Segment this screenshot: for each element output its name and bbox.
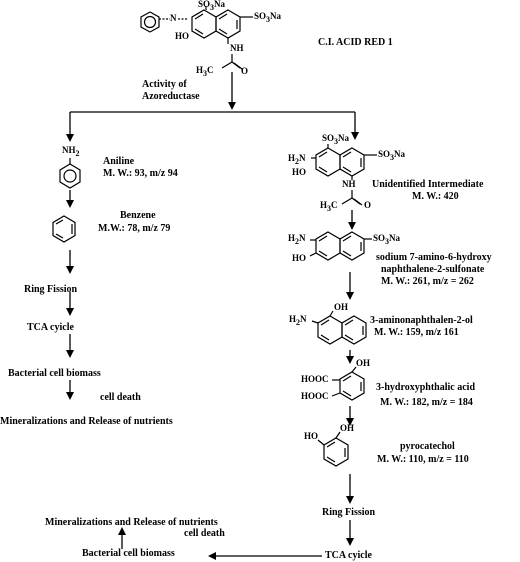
azo-n-atom: N bbox=[170, 13, 177, 23]
sulfonate-name-line1: sodium 7-amino-6-hydroxy bbox=[376, 252, 492, 263]
atom-label: HO bbox=[304, 431, 319, 441]
atom-label: SO3Na bbox=[322, 133, 350, 146]
bottom-mineralization: Mineralizations and Release of nutrients bbox=[45, 517, 218, 528]
aminonaphthol-name: 3-aminonaphthalen-2-ol bbox=[370, 315, 473, 326]
right-ring-fission: Ring Fission bbox=[322, 507, 376, 518]
aniline-mw: M. W.: 93, m/z 94 bbox=[103, 168, 178, 179]
atom-label: H3C bbox=[320, 200, 338, 213]
atom-label: O bbox=[241, 66, 249, 76]
dye-name: C.I. ACID RED 1 bbox=[318, 37, 393, 48]
atom-label: HOOC bbox=[301, 391, 329, 401]
aminonaphthol-structure bbox=[311, 310, 367, 345]
enzyme-label-line1: Activity of bbox=[142, 79, 187, 90]
aminonaphthol-mw: M. W.: 159, m/z 161 bbox=[374, 327, 459, 338]
atom-label: H2N bbox=[289, 314, 307, 327]
left-mineralization: Mineralizations and Release of nutrients bbox=[0, 416, 173, 427]
left-cell-death: cell death bbox=[100, 392, 141, 403]
left-bacterial-biomass: Bacterial cell biomass bbox=[8, 368, 101, 379]
hydroxyphthalic-structure bbox=[331, 366, 365, 401]
atom-label: NH bbox=[230, 43, 244, 53]
atom-label: SO3Na bbox=[373, 233, 401, 246]
atom-label: HO bbox=[175, 31, 190, 41]
acid-red-1-structure bbox=[140, 6, 253, 70]
pyrocatechol-structure bbox=[317, 431, 349, 467]
sulfonate-name-line2: naphthalene-2-sulfonate bbox=[381, 264, 485, 275]
enzyme-label-line2: Azoreductase bbox=[142, 91, 200, 102]
benzene-name: Benzene bbox=[120, 210, 156, 221]
sulfonate-structure bbox=[309, 231, 372, 261]
phenyl-ring bbox=[140, 11, 160, 33]
pyrocatechol-name: pyrocatechol bbox=[400, 441, 455, 452]
atom-label: NH bbox=[342, 179, 356, 189]
atom-label: SO3Na bbox=[198, 0, 226, 12]
atom-label: OH bbox=[340, 423, 355, 433]
bottom-cell-death: cell death bbox=[184, 528, 225, 539]
sulfonate-mw: M. W.: 261, m/z = 262 bbox=[381, 276, 474, 287]
aniline-name: Aniline bbox=[103, 156, 135, 167]
atom-label: HO bbox=[292, 167, 307, 177]
atom-label: H2N bbox=[288, 233, 306, 246]
atom-label: HO bbox=[292, 253, 307, 263]
atom-label: O bbox=[364, 200, 372, 210]
atom-label: SO3Na bbox=[378, 149, 406, 162]
atom-label: SO3Na bbox=[254, 11, 282, 24]
pyrocatechol-mw: M. W.: 110, m/z = 110 bbox=[377, 454, 469, 465]
benzene-mw: M.W.: 78, m/z 79 bbox=[98, 223, 171, 234]
naphthalene-ring-a bbox=[191, 9, 217, 39]
bottom-bacterial-biomass: Bacterial cell biomass bbox=[82, 548, 175, 559]
atom-label: HOOC bbox=[301, 374, 329, 384]
benzene-structure bbox=[52, 215, 76, 243]
left-ring-fission: Ring Fission bbox=[24, 284, 78, 295]
atom-label: NH2 bbox=[62, 145, 80, 158]
pathway-arrows bbox=[66, 72, 359, 560]
intermediate-mw: M. W.: 420 bbox=[412, 191, 459, 202]
atom-label: H2N bbox=[288, 153, 306, 166]
atom-label: OH bbox=[334, 302, 349, 312]
left-tca-cycle: TCA cyicle bbox=[27, 322, 74, 333]
hydroxyphthalic-mw: M. W.: 182, m/z = 184 bbox=[380, 397, 473, 408]
intermediate-structure bbox=[311, 144, 377, 206]
hydroxyphthalic-name: 3-hydroxyphthalic acid bbox=[376, 382, 475, 393]
atom-label: H3C bbox=[196, 65, 214, 78]
intermediate-name: Unidentified Intermediate bbox=[372, 179, 484, 190]
right-tca-cycle: TCA cyicle bbox=[325, 550, 372, 561]
atom-label: OH bbox=[356, 358, 371, 368]
aniline-structure bbox=[59, 158, 81, 189]
